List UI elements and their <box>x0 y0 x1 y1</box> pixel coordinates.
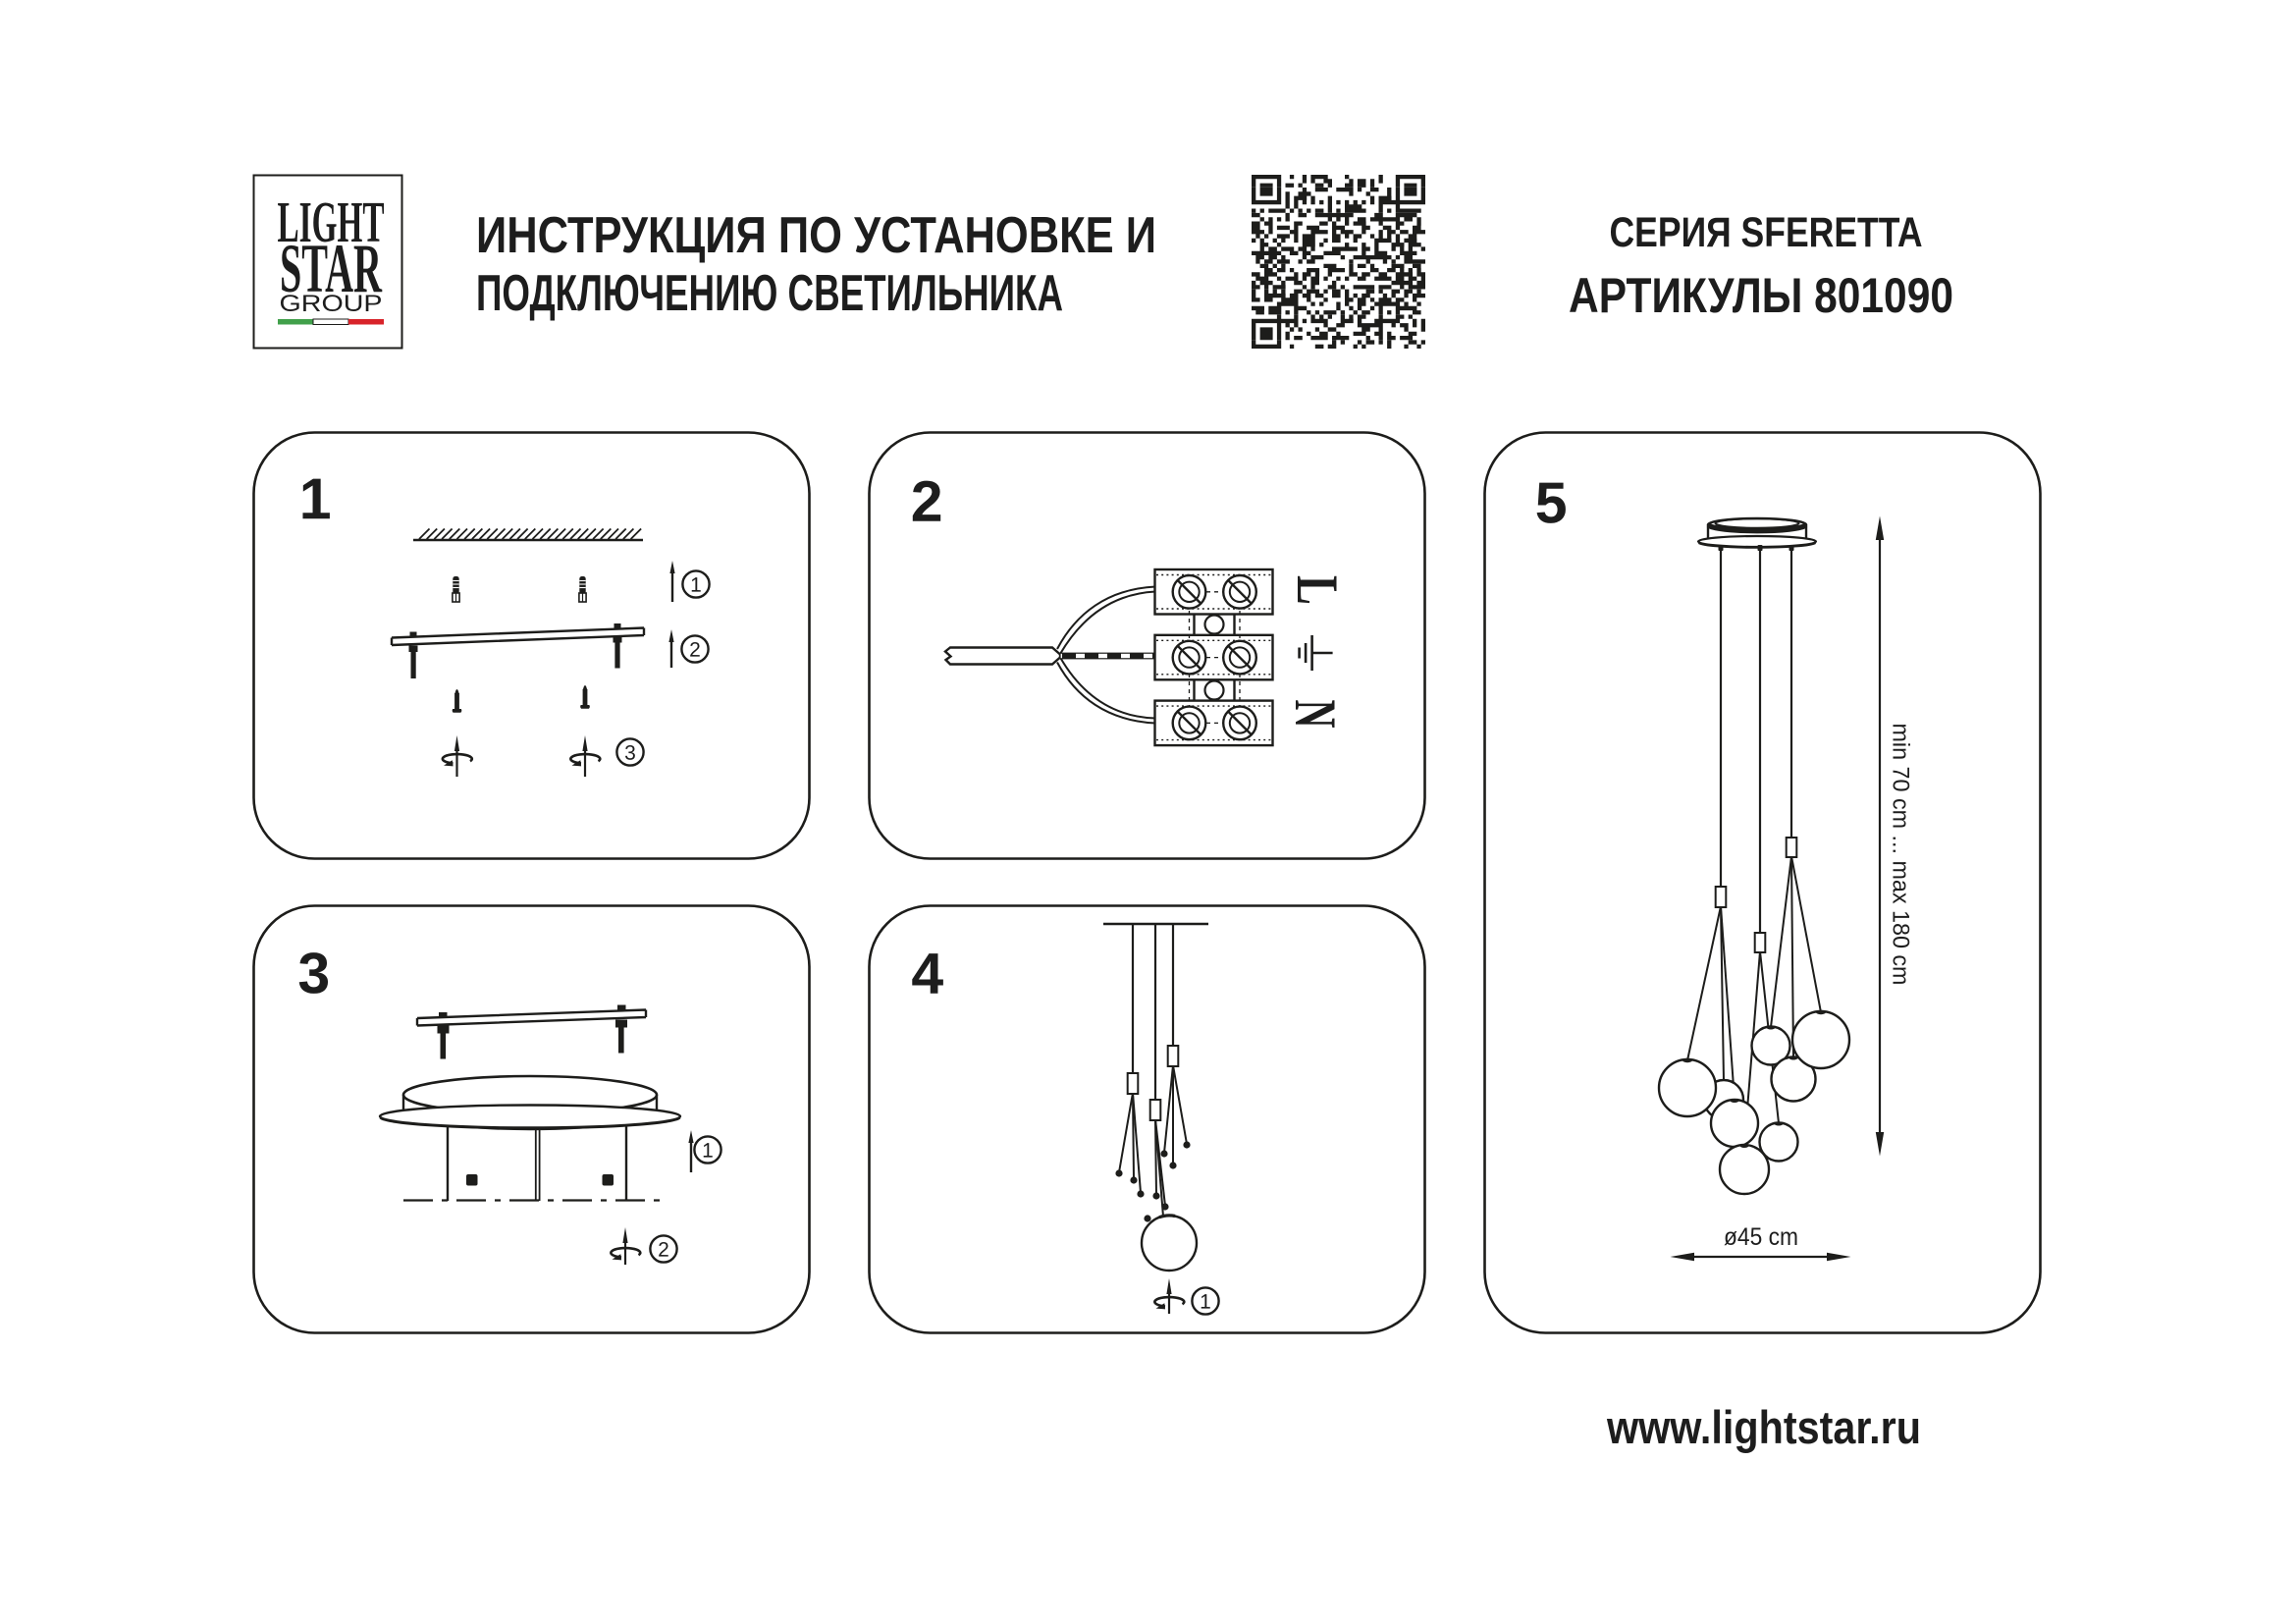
svg-text:5: 5 <box>1535 470 1568 535</box>
svg-text:АРТИКУЛЫ 801090: АРТИКУЛЫ 801090 <box>1569 268 1953 323</box>
svg-text:СЕРИЯ SFERETTA: СЕРИЯ SFERETTA <box>1610 209 1923 256</box>
svg-text:ПОДКЛЮЧЕНИЮ СВЕТИЛЬНИКА: ПОДКЛЮЧЕНИЮ СВЕТИЛЬНИКА <box>476 265 1063 322</box>
svg-text:2: 2 <box>689 639 701 662</box>
svg-text:ø45 cm: ø45 cm <box>1724 1223 1798 1251</box>
svg-text:ИНСТРУКЦИЯ ПО УСТАНОВКЕ И: ИНСТРУКЦИЯ ПО УСТАНОВКЕ И <box>476 207 1156 264</box>
svg-text:STAR: STAR <box>280 231 382 307</box>
svg-text:1: 1 <box>299 466 332 531</box>
svg-text:LIGHT: LIGHT <box>278 189 385 254</box>
svg-text:1: 1 <box>690 574 702 597</box>
svg-text:min 70 cm ... max 180 cm: min 70 cm ... max 180 cm <box>1888 724 1914 986</box>
svg-text:3: 3 <box>624 742 636 765</box>
svg-text:1: 1 <box>702 1140 714 1163</box>
svg-text:2: 2 <box>658 1239 669 1262</box>
svg-text:1: 1 <box>1200 1291 1211 1314</box>
svg-text:4: 4 <box>911 942 943 1006</box>
svg-text:N: N <box>1283 700 1348 729</box>
svg-text:2: 2 <box>911 469 943 534</box>
svg-text:3: 3 <box>297 941 330 1005</box>
svg-text:L: L <box>1285 575 1350 605</box>
svg-text:www.lightstar.ru: www.lightstar.ru <box>1606 1401 1921 1453</box>
svg-text:GROUP: GROUP <box>280 291 383 317</box>
